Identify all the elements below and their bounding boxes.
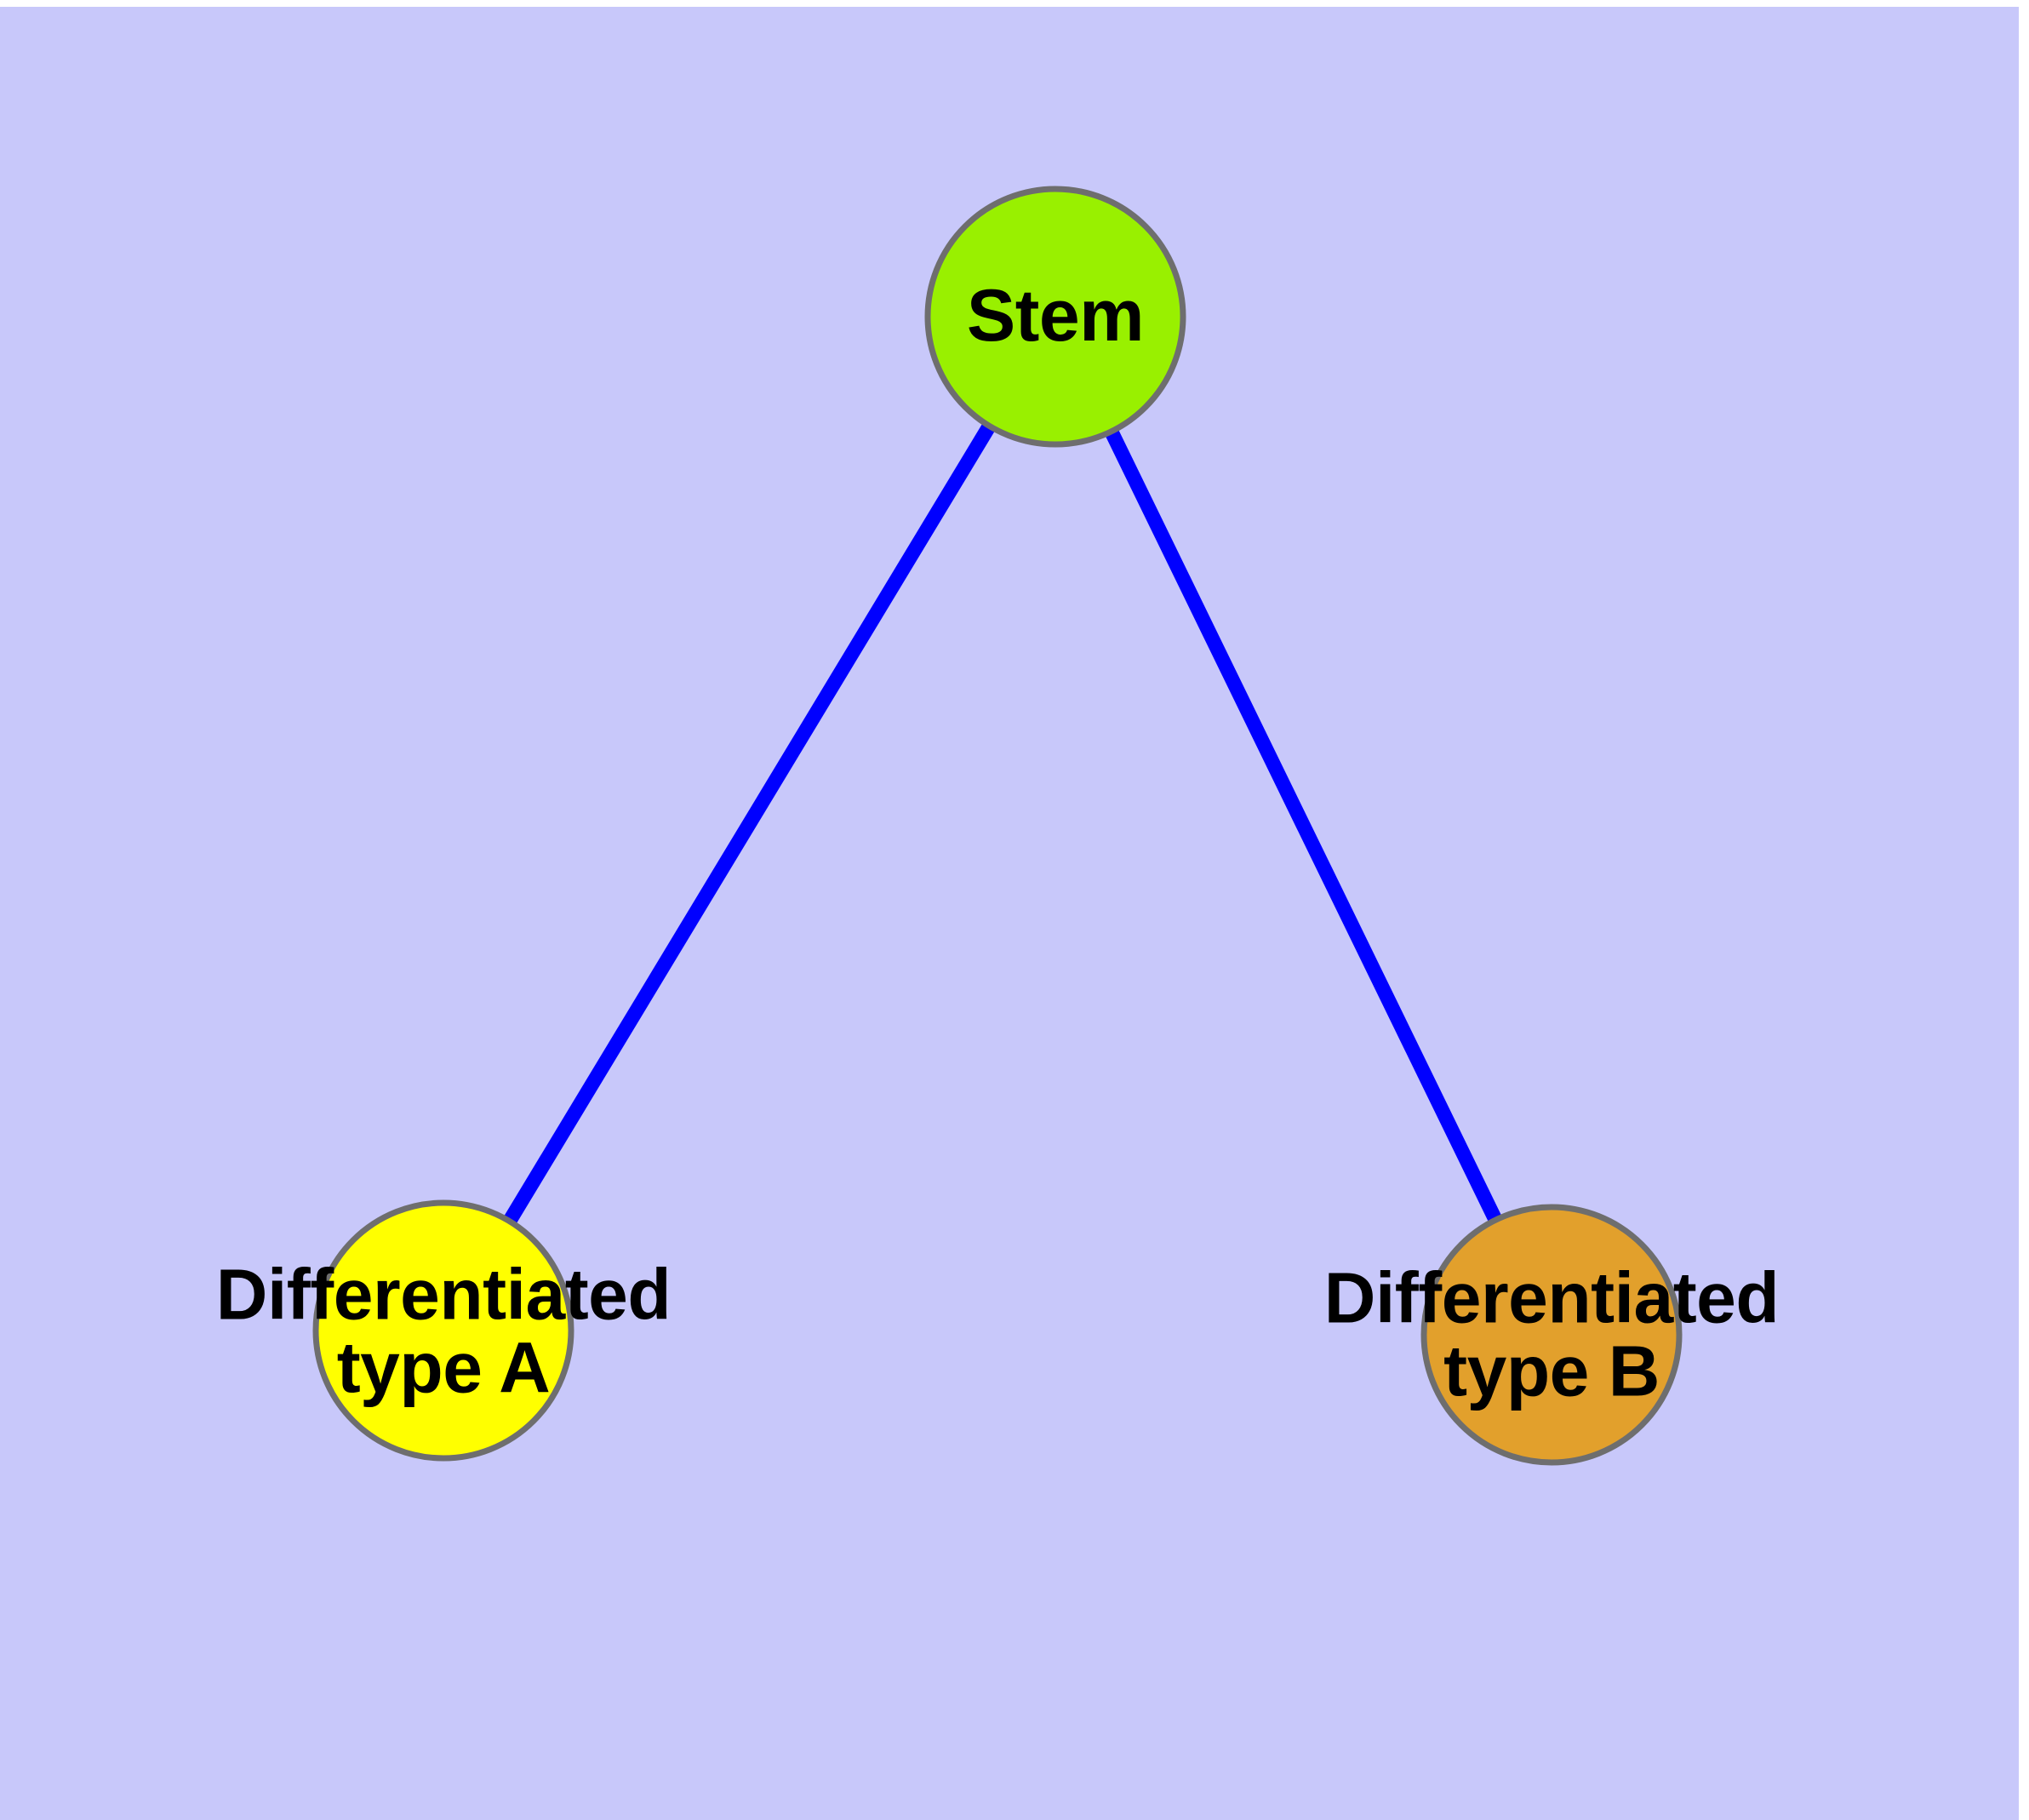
node-diff-b-circle[interactable] — [1420, 1204, 1683, 1466]
edge-stem-to-diff-b — [1049, 313, 1558, 1338]
edge-layer — [437, 312, 1558, 1338]
node-diff-a-circle[interactable] — [312, 1199, 574, 1462]
node-stem-circle[interactable] — [924, 186, 1186, 448]
node-layer — [312, 186, 1683, 1466]
edge-stem-to-diff-a — [437, 312, 1062, 1335]
